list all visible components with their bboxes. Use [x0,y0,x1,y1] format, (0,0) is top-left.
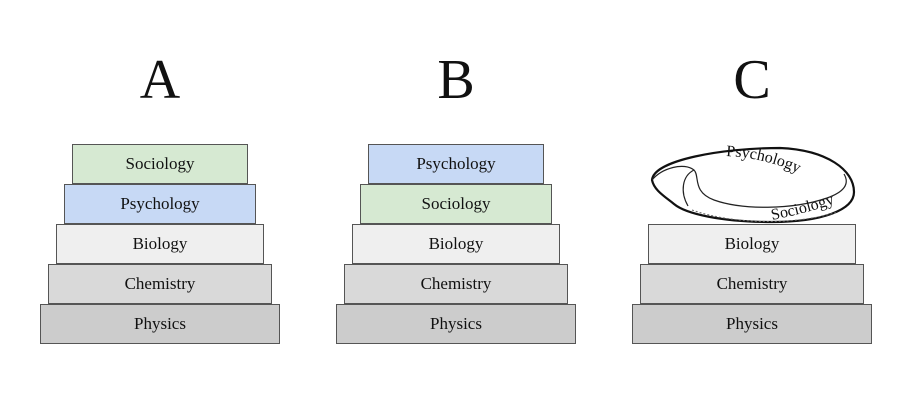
stack-c-block-biology: Biology [648,224,856,264]
stack-b-title: B [437,49,475,111]
stack-b-block-chemistry: Chemistry [344,264,568,304]
stack-a-block-psychology: Psychology [64,184,256,224]
stack-a: A Sociology Psychology Biology Chemistry… [30,0,290,400]
stack-b-block-psychology: Psychology [368,144,544,184]
stack-a-block-biology: Biology [56,224,264,264]
stack-c-block-chemistry: Chemistry [640,264,864,304]
mobius-loop: Psychology Sociology [650,143,856,224]
stack-a-block-chemistry: Chemistry [48,264,272,304]
stack-a-title: A [139,49,181,111]
stack-b-block-sociology: Sociology [360,184,552,224]
stack-c-block-physics: Physics [632,304,872,344]
stack-a-block-physics: Physics [40,304,280,344]
mobius-band-inner [651,165,828,208]
stack-a-block-sociology: Sociology [72,144,248,184]
stack-b-block-physics: Physics [336,304,576,344]
mobius-band-edge [826,173,847,199]
stack-b: B Psychology Sociology Biology Chemistry… [326,0,586,400]
stack-b-block-biology: Biology [352,224,560,264]
mobius-band-twist [682,169,695,207]
stack-c-title: C [733,49,771,111]
stack-c: C Psychology Sociology Biology Chemistry… [622,0,882,400]
